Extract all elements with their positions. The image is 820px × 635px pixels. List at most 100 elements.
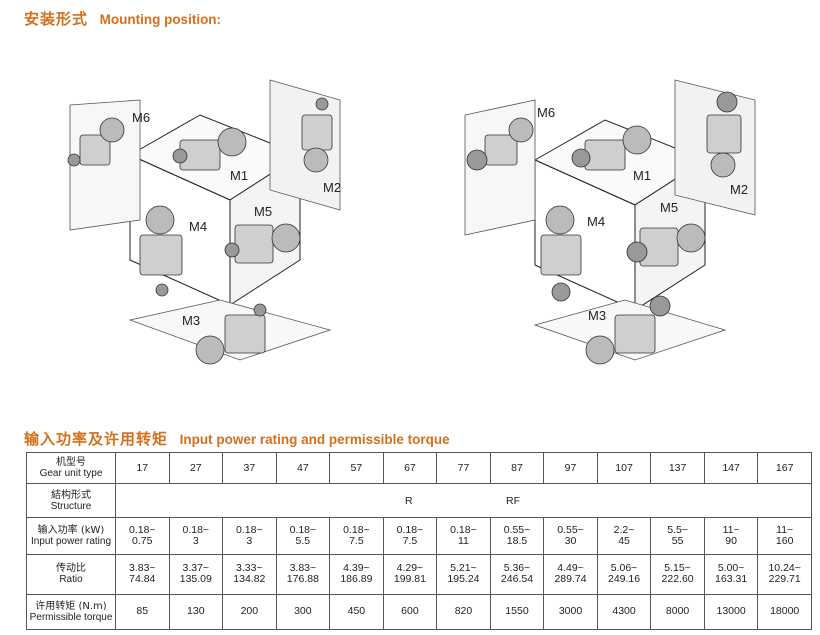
ratio-cell: 3.83~74.84: [115, 554, 170, 595]
input-power-label-cn: 输入功率 (kW): [37, 524, 105, 536]
row-structure: 結构形式 Structure R RF: [26, 483, 812, 518]
input-power-cell: 0.18~3: [222, 516, 277, 556]
gear-type-cell: 37: [222, 451, 277, 485]
label-m6-right: M6: [537, 105, 555, 120]
gear-type-cell: 167: [757, 451, 812, 485]
gear-type-cell: 97: [543, 451, 598, 485]
gear-type-header: 机型号 Gear unit type: [26, 451, 116, 485]
torque-cell: 450: [329, 593, 384, 631]
mounting-diagram-flange: M6 M1 M2 M4 M5 M3: [464, 79, 756, 365]
mounting-title-cn: 安装形式: [24, 10, 89, 28]
gear-type-label-en: Gear unit type: [39, 468, 103, 480]
ratio-cell: 3.83~176.88: [275, 554, 331, 595]
label-m5-right: M5: [660, 200, 678, 215]
torque-cell: 300: [275, 593, 331, 631]
gear-type-cell: 137: [650, 451, 705, 485]
input-power-cell: 0.18~3: [168, 516, 224, 556]
ratio-header: 传动比 Ratio: [26, 554, 116, 595]
ratio-cell: 5.06~249.16: [596, 554, 652, 595]
ratio-cell: 5.15~222.60: [650, 554, 705, 595]
label-m1: M1: [230, 168, 248, 183]
gear-type-cell: 27: [168, 451, 224, 485]
torque-cell: 200: [222, 593, 277, 631]
input-power-cell: 0.18~7.5: [329, 516, 384, 556]
input-power-cell: 11~90: [703, 516, 759, 556]
gear-type-cell: 67: [382, 451, 438, 485]
structure-header: 結构形式 Structure: [26, 483, 116, 518]
input-power-label-en: Input power rating: [30, 535, 112, 547]
gearmotor-m2-right: [706, 91, 742, 178]
torque-cell: 8000: [650, 593, 705, 631]
gear-type-cell: 107: [596, 451, 652, 485]
torque-header: 许用转矩 (N.m) Permissible torque: [26, 593, 116, 631]
gear-type-cell: 17: [115, 451, 170, 485]
structure-rf: RF: [506, 494, 520, 507]
label-m1-right: M1: [633, 168, 651, 183]
row-permissible-torque: 许用转矩 (N.m) Permissible torque 85 130 200…: [26, 593, 812, 631]
label-m6: M6: [132, 110, 150, 125]
torque-cell: 1550: [489, 593, 545, 631]
input-power-cell: 11~160: [757, 516, 812, 556]
mounting-title-en: Mounting position:: [99, 12, 222, 27]
gear-type-cell: 77: [436, 451, 491, 485]
power-torque-table: 机型号 Gear unit type 17 27 37 47 57 67 77 …: [26, 451, 812, 631]
label-m5: M5: [254, 204, 272, 219]
gearmotor-m3-right: [585, 295, 671, 365]
input-power-cell: 0.55~30: [543, 516, 598, 556]
input-power-cell: 5.5~55: [650, 516, 705, 556]
gearmotor-m1-right: [571, 125, 652, 171]
ratio-cell: 4.29~199.81: [382, 554, 438, 595]
input-power-header: 输入功率 (kW) Input power rating: [26, 516, 116, 556]
input-power-cell: 0.18~11: [436, 516, 491, 556]
gear-type-cell: 57: [329, 451, 384, 485]
input-power-cell: 0.18~0.75: [115, 516, 170, 556]
gearmotor-m3: [195, 303, 267, 365]
gearmotor-m6: [67, 117, 125, 167]
gearmotor-m5-right: [626, 223, 706, 267]
structure-label-en: Structure: [50, 500, 92, 512]
ratio-cell: 10.24~229.71: [757, 554, 812, 595]
torque-cell: 3000: [543, 593, 598, 631]
mounting-position-title: 安装形式 Mounting position:: [24, 8, 221, 29]
gear-type-label-cn: 机型号: [56, 457, 86, 469]
gearmotor-m4: [139, 205, 183, 297]
ratio-cell: 5.00~163.31: [703, 554, 759, 595]
gearmotor-m2: [301, 97, 333, 173]
ratio-cell: 3.33~134.82: [222, 554, 277, 595]
torque-cell: 820: [436, 593, 491, 631]
gearmotor-m6-right: [466, 117, 534, 171]
torque-cell: 600: [382, 593, 438, 631]
gear-type-cell: 87: [489, 451, 545, 485]
torque-label-cn: 许用转矩 (N.m): [35, 600, 107, 612]
torque-cell: 4300: [596, 593, 652, 631]
input-power-cell: 0.18~7.5: [382, 516, 438, 556]
mounting-diagram-foot: M6 M1 M2 M4 M5 M3: [67, 79, 341, 365]
gearmotor-m5: [224, 223, 301, 264]
gear-type-cell: 47: [275, 451, 331, 485]
row-ratio: 传动比 Ratio 3.83~74.84 3.37~135.09 3.33~13…: [26, 554, 812, 595]
label-m3-right: M3: [588, 308, 606, 323]
gearmotor-m1: [172, 127, 247, 171]
ratio-label-cn: 传动比: [56, 563, 86, 575]
torque-cell: 85: [115, 593, 170, 631]
label-m2-right: M2: [730, 182, 748, 197]
structure-r: R: [405, 494, 413, 507]
torque-cell: 13000: [703, 593, 759, 631]
ratio-cell: 5.36~246.54: [489, 554, 545, 595]
label-m2: M2: [323, 180, 341, 195]
label-m4-right: M4: [587, 214, 605, 229]
ratio-cell: 4.49~289.74: [543, 554, 598, 595]
gear-type-cell: 147: [703, 451, 759, 485]
structure-cell: R RF: [115, 483, 812, 518]
power-title-cn: 输入功率及许用转矩: [24, 430, 169, 448]
ratio-cell: 4.39~186.89: [329, 554, 384, 595]
row-gear-type: 机型号 Gear unit type 17 27 37 47 57 67 77 …: [26, 451, 812, 485]
torque-cell: 130: [168, 593, 224, 631]
gearmotor-m4-right: [540, 205, 582, 302]
power-title-en: Input power rating and permissible torqu…: [179, 432, 450, 447]
label-m3: M3: [182, 313, 200, 328]
row-input-power: 输入功率 (kW) Input power rating 0.18~0.75 0…: [26, 516, 812, 556]
ratio-cell: 5.21~195.24: [436, 554, 491, 595]
ratio-label-en: Ratio: [59, 574, 83, 586]
structure-label-cn: 結构形式: [51, 489, 91, 501]
